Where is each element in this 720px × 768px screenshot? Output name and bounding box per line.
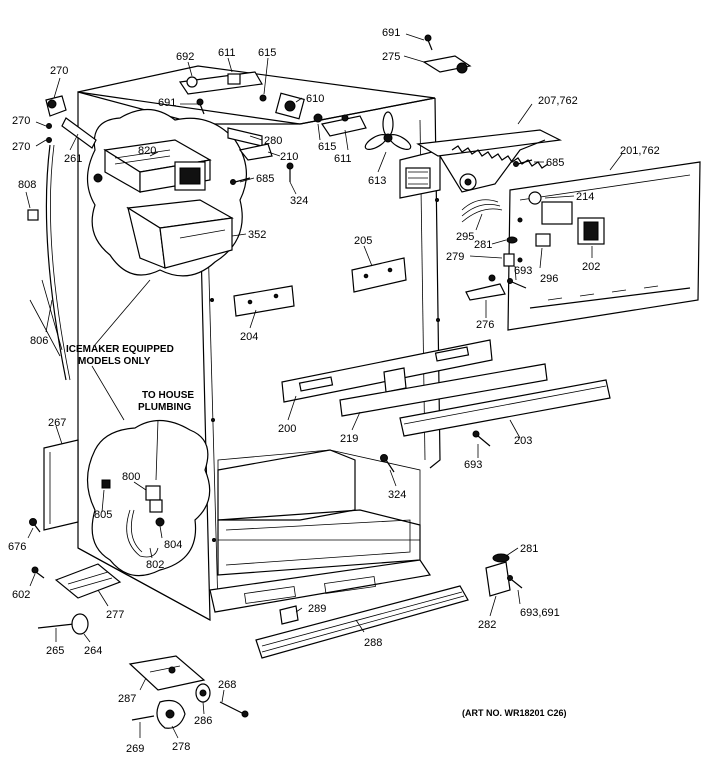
label-203: 203 (514, 435, 532, 447)
label-270: 270 (12, 115, 30, 127)
label-268: 268 (218, 679, 236, 691)
label-281: 281 (520, 543, 538, 555)
label-219: 219 (340, 433, 358, 445)
label-676: 676 (8, 541, 26, 553)
label-265: 265 (46, 645, 64, 657)
label-279: 279 (446, 251, 464, 263)
label-289: 289 (308, 603, 326, 615)
label-282: 282 (478, 619, 496, 631)
label-613: 613 (368, 175, 386, 187)
leader-lines (25, 33, 623, 739)
label-288: 288 (364, 637, 382, 649)
label-693-691: 693,691 (520, 607, 560, 619)
label-610: 610 (306, 93, 324, 105)
icemaker-assembly (93, 139, 212, 194)
label-207-762: 207,762 (538, 95, 578, 107)
label-296: 296 (540, 273, 558, 285)
label-693: 693 (464, 459, 482, 471)
hinge-275 (422, 34, 472, 74)
label-278: 278 (172, 741, 190, 753)
label-611: 611 (218, 47, 236, 59)
label-324: 324 (290, 195, 308, 207)
roller-parts (128, 655, 249, 729)
label-611: 611 (334, 153, 352, 165)
label-685: 685 (256, 173, 274, 185)
label-205: 205 (354, 235, 372, 247)
label-204: 204 (240, 331, 258, 343)
plumbing-cutout (86, 419, 211, 577)
brackets (233, 257, 407, 317)
fan-assembly (364, 111, 563, 199)
label-693: 693 (514, 265, 532, 277)
label-691: 691 (158, 97, 176, 109)
label-805: 805 (94, 509, 112, 521)
label-820: 820 (138, 145, 156, 157)
label-615: 615 (258, 47, 276, 59)
label-281: 281 (474, 239, 492, 251)
label-270: 270 (12, 141, 30, 153)
notes: ICEMAKER EQUIPPED MODELS ONLY TO HOUSE P… (66, 344, 567, 718)
label-276: 276 (476, 319, 494, 331)
label-691: 691 (382, 27, 400, 39)
label-324: 324 (388, 489, 406, 501)
plumbing-note-line2: PLUMBING (138, 402, 192, 413)
icemaker-cutout (86, 108, 248, 277)
control-panel (461, 161, 701, 331)
label-275: 275 (382, 51, 400, 63)
label-201-762: 201,762 (620, 145, 660, 157)
label-800: 800 (122, 471, 140, 483)
label-295: 295 (456, 231, 474, 243)
label-214: 214 (576, 191, 594, 203)
top-hinge-parts (178, 71, 533, 185)
part-labels: 691 275 692 611 615 270 691 610 207,762 … (8, 27, 660, 755)
label-804: 804 (164, 539, 182, 551)
art-number: (ART NO. WR18201 C26) (462, 708, 567, 718)
label-692: 692 (176, 51, 194, 63)
label-270: 270 (50, 65, 68, 77)
label-806: 806 (30, 335, 48, 347)
ice-bucket (126, 199, 234, 269)
label-287: 287 (118, 693, 136, 705)
base-grille (255, 553, 523, 659)
label-615: 615 (318, 141, 336, 153)
plumbing-note-line1: TO HOUSE (142, 390, 194, 401)
label-280: 280 (264, 135, 282, 147)
label-202: 202 (582, 261, 600, 273)
label-277: 277 (106, 609, 124, 621)
label-267: 267 (48, 417, 66, 429)
icemaker-note-line1: ICEMAKER EQUIPPED (66, 344, 174, 355)
label-802: 802 (146, 559, 164, 571)
left-side-parts (27, 95, 122, 635)
label-269: 269 (126, 743, 144, 755)
label-808: 808 (18, 179, 36, 191)
mullion-bars (281, 339, 611, 473)
label-286: 286 (194, 715, 212, 727)
label-261: 261 (64, 153, 82, 165)
label-264: 264 (84, 645, 102, 657)
label-210: 210 (280, 151, 298, 163)
label-200: 200 (278, 423, 296, 435)
label-685: 685 (546, 157, 564, 169)
icemaker-note-line2: MODELS ONLY (78, 356, 151, 367)
label-602: 602 (12, 589, 30, 601)
label-352: 352 (248, 229, 266, 241)
